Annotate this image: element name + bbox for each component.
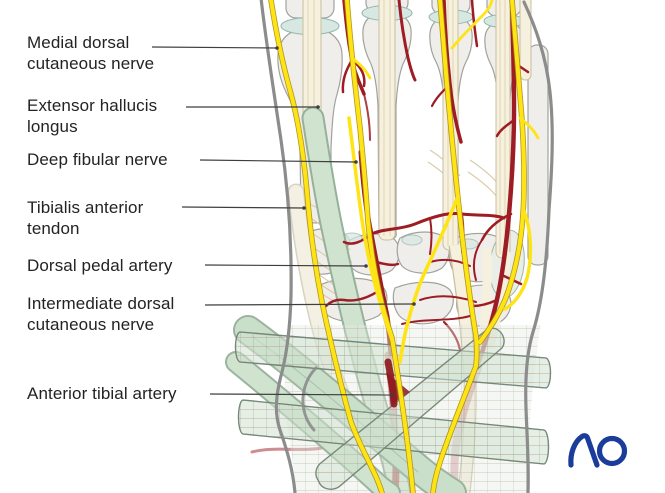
ao-logo-letter-a — [568, 433, 600, 468]
foot-outline — [259, 0, 554, 493]
nerves-layer — [268, 0, 540, 493]
intermediate-dorsal-cutaneous-nerve-shape — [398, 194, 460, 364]
ao-logo — [568, 433, 628, 468]
ao-logo-letter-o — [596, 435, 628, 467]
medial-dorsal-cutaneous-nerve-shape — [269, 0, 384, 493]
